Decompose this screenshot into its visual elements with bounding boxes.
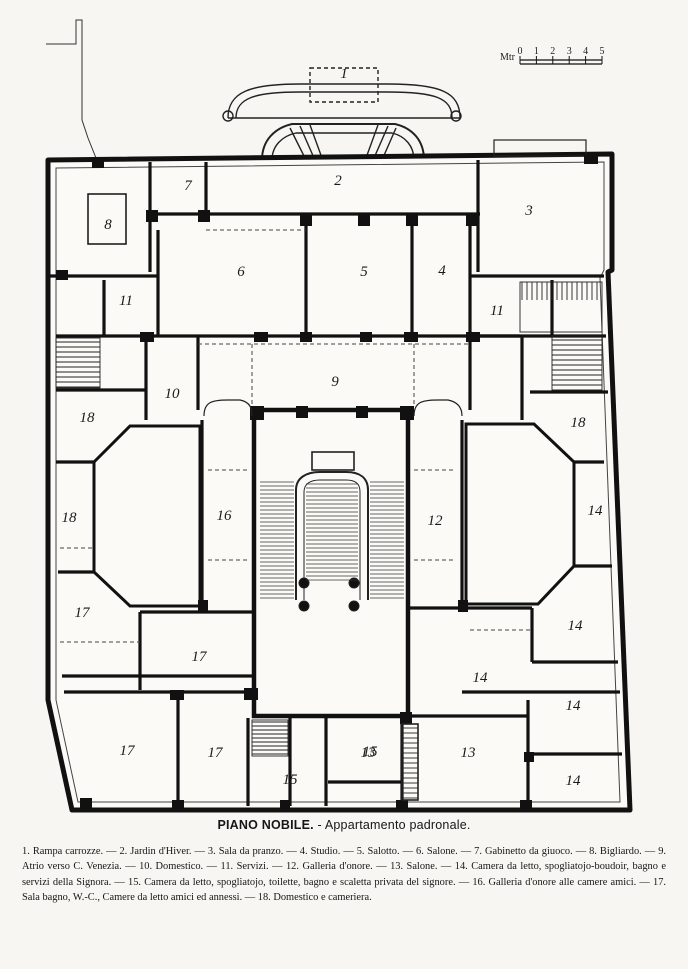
scale-tick-label: 5 — [600, 46, 605, 57]
room-label: 18 — [62, 510, 78, 526]
room-label: 14 — [566, 698, 582, 714]
room-label: 11 — [490, 303, 504, 319]
scale-tick-label: 4 — [583, 46, 588, 57]
plan-title: PIANO NOBILE. - Appartamento padronale. — [22, 818, 666, 832]
grand-staircase — [295, 451, 369, 612]
room-label: 14 — [566, 773, 582, 789]
service-stairs — [55, 281, 603, 801]
carriage-ramp — [222, 67, 462, 161]
room-label: 7 — [184, 178, 193, 194]
scale-tick-label: 3 — [567, 46, 572, 57]
billiard-table — [87, 193, 127, 245]
room-label: 17 — [208, 745, 225, 761]
room-labels: 1234567891011111213131414141414151516171… — [62, 66, 604, 789]
room-label: 8 — [104, 217, 112, 233]
room-label: 13 — [361, 745, 376, 761]
room-label: 14 — [568, 618, 584, 634]
room-label: 17 — [120, 743, 137, 759]
scale-unit-label: Mtr — [500, 52, 516, 63]
scale-tick-label: 1 — [534, 46, 539, 57]
floor-plan: 1234567891011111213131414141414151516171… — [45, 19, 633, 813]
room-label: 15 — [363, 744, 379, 760]
room-label: 2 — [334, 173, 342, 189]
room-label: 15 — [283, 772, 299, 788]
room-label: 14 — [473, 670, 489, 686]
room-label: 9 — [331, 374, 339, 390]
room-label: 1 — [340, 66, 348, 82]
plan-title-rest: - Appartamento padronale. — [313, 818, 471, 832]
room-label: 11 — [119, 293, 133, 309]
room-label: 10 — [165, 386, 181, 402]
dashed-partitions — [60, 229, 530, 643]
building-outline — [45, 151, 633, 813]
room-label: 4 — [438, 263, 446, 279]
stair-treads — [260, 481, 404, 599]
plan-title-bold: PIANO NOBILE. — [217, 818, 314, 832]
lot-boundary — [46, 19, 97, 159]
room-label: 18 — [571, 415, 587, 431]
room-label: 17 — [192, 649, 209, 665]
scale-tick-label: 2 — [550, 46, 555, 57]
room-label: 3 — [524, 203, 533, 219]
room-label: 18 — [80, 410, 96, 426]
room-label: 13 — [461, 745, 476, 761]
wall-piers — [56, 154, 598, 810]
plan-caption: PIANO NOBILE. - Appartamento padronale. … — [22, 818, 666, 906]
room-label: 14 — [588, 503, 604, 519]
room-label: 5 — [360, 264, 368, 280]
room-label: 17 — [75, 605, 92, 621]
scale-tick-label: 0 — [518, 46, 523, 57]
room-label: 12 — [428, 513, 444, 529]
room-label: 16 — [217, 508, 233, 524]
room-label: 6 — [237, 264, 245, 280]
room-legend: 1. Rampa carrozze. — 2. Jardin d'Hiver. … — [22, 846, 666, 904]
